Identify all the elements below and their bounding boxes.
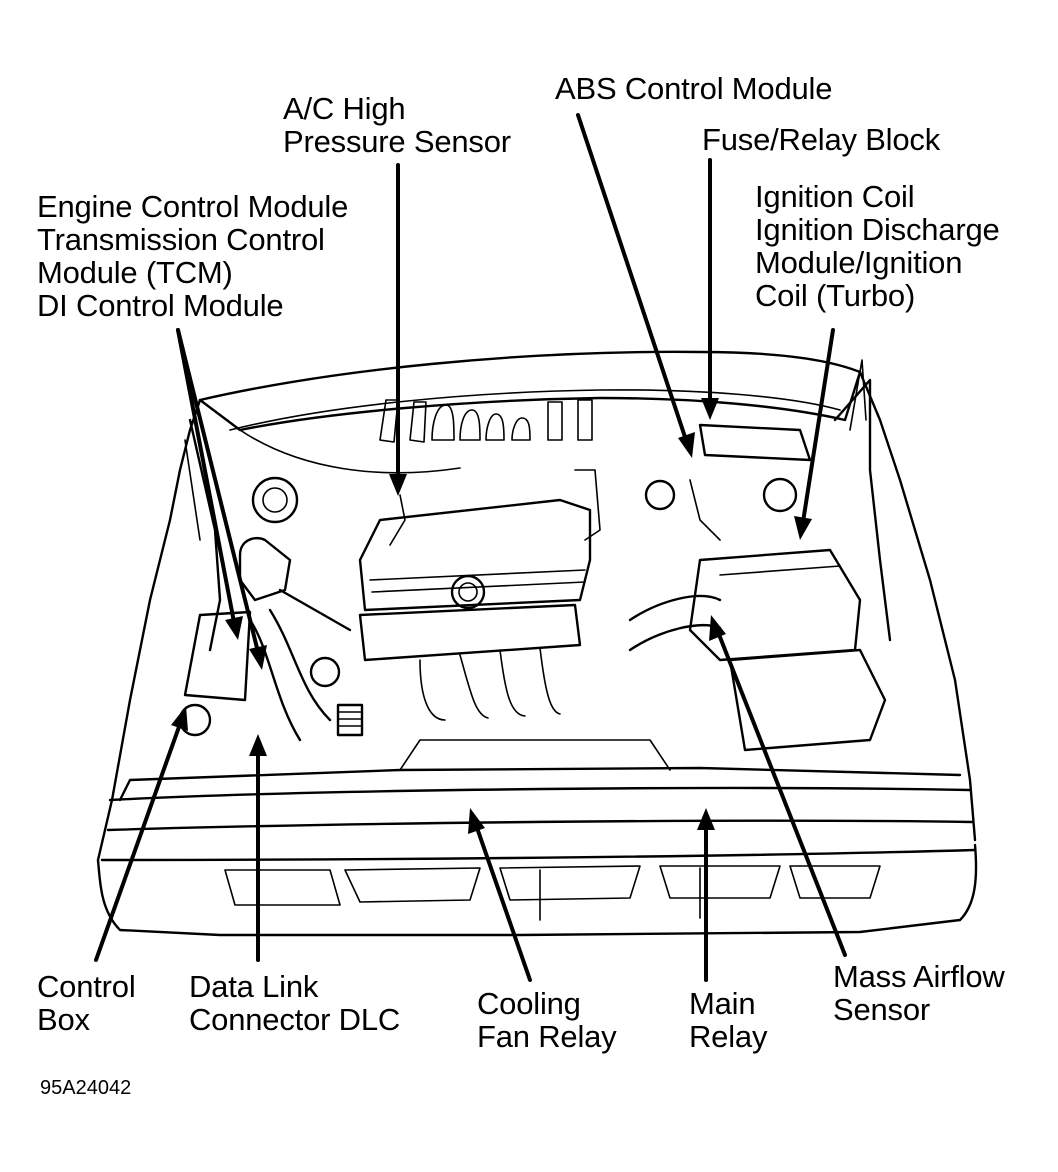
label-line: Data Link: [189, 969, 319, 1004]
label-line: Ignition Discharge: [755, 212, 1000, 247]
label-line: Control: [37, 969, 136, 1004]
label-line: DI Control Module: [37, 288, 284, 323]
label-ignition-coil: Ignition Coil Ignition Discharge Module/…: [755, 180, 1000, 312]
label-main-relay: Main Relay: [689, 987, 767, 1053]
label-line: Fan Relay: [477, 1019, 617, 1054]
label-line: Connector DLC: [189, 1002, 401, 1037]
label-line: ABS Control Module: [555, 71, 833, 106]
label-line: Mass Airflow: [833, 959, 1005, 994]
label-line: Module/Ignition: [755, 245, 963, 280]
label-ac-high-pressure-sensor: A/C High Pressure Sensor: [283, 92, 511, 158]
label-engine-control-module: Engine Control Module Transmission Contr…: [37, 190, 348, 322]
car-body-outline: [96, 350, 978, 937]
label-mass-airflow-sensor: Mass Airflow Sensor: [833, 960, 1005, 1026]
label-line: Main: [689, 986, 756, 1021]
label-line: Engine Control Module: [37, 189, 349, 224]
leader-lines: [94, 113, 847, 982]
label-control-box: Control Box: [37, 970, 136, 1036]
label-fuse-relay-block: Fuse/Relay Block: [702, 123, 940, 156]
label-line: Cooling: [477, 986, 581, 1021]
label-line: Pressure Sensor: [283, 124, 511, 159]
label-line: Relay: [689, 1019, 768, 1054]
label-line: Box: [37, 1002, 90, 1037]
label-cooling-fan-relay: Cooling Fan Relay: [477, 987, 617, 1053]
label-line: A/C High: [283, 91, 406, 126]
label-line: Sensor: [833, 992, 931, 1027]
label-line: Module (TCM): [37, 255, 233, 290]
engine-components: [178, 423, 887, 752]
label-line: Fuse/Relay Block: [702, 122, 941, 157]
label-abs-control-module: ABS Control Module: [555, 72, 832, 105]
figure-code: 95A24042: [40, 1077, 132, 1099]
label-line: Coil (Turbo): [755, 278, 916, 313]
label-line: Transmission Control: [37, 222, 325, 257]
label-line: Ignition Coil: [755, 179, 915, 214]
label-data-link-connector: Data Link Connector DLC: [189, 970, 400, 1036]
